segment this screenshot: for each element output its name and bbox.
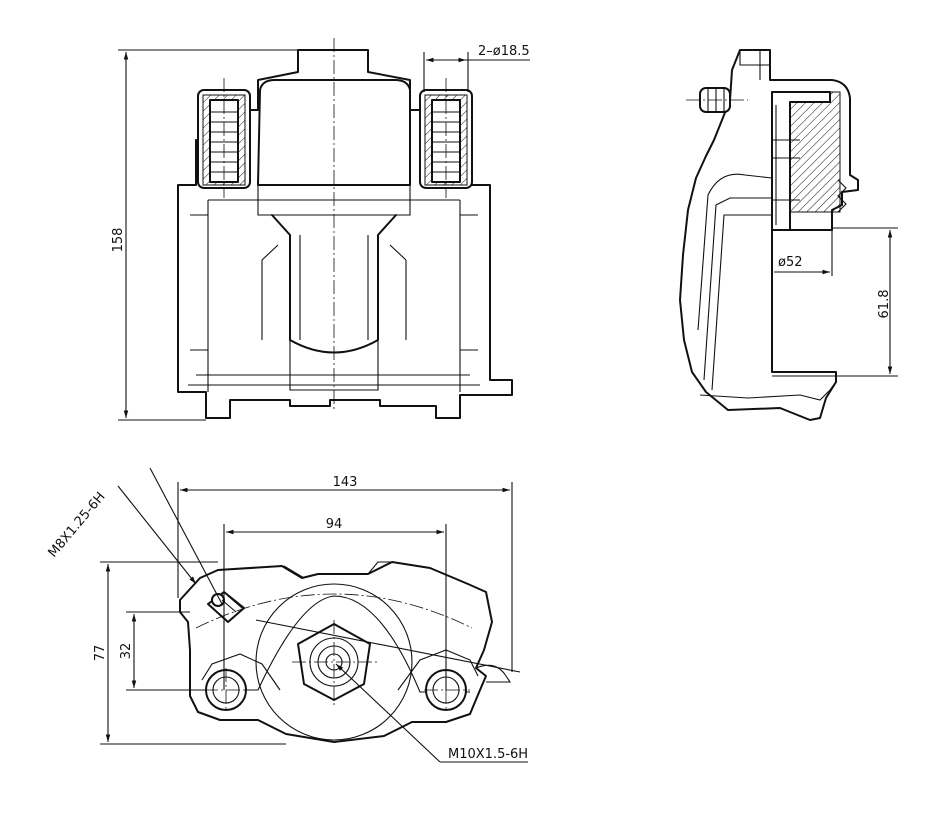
bottom-view <box>179 561 512 743</box>
side-view-dimensions: 61.8 ø52 <box>772 227 898 377</box>
dim-94: 94 <box>326 517 343 532</box>
side-view <box>679 49 859 421</box>
dim-143: 143 <box>333 475 358 490</box>
bottom-view-dimensions: 143 94 77 32 M8X1.25-6H M10X1.5-6H <box>46 467 528 763</box>
dim-158: 158 <box>111 228 126 253</box>
dim-piston-diameter: ø52 <box>778 255 803 270</box>
dim-32: 32 <box>119 643 134 660</box>
dim-hole-diameter: 2–ø18.5 <box>478 44 530 59</box>
front-view-dimensions: 158 2–ø18.5 <box>111 44 530 421</box>
label-inlet-thread: M10X1.5-6H <box>448 747 528 762</box>
dim-77: 77 <box>93 645 108 662</box>
label-bleeder-thread: M8X1.25-6H <box>46 490 109 561</box>
front-view <box>177 38 513 419</box>
dim-61-8: 61.8 <box>877 290 892 319</box>
